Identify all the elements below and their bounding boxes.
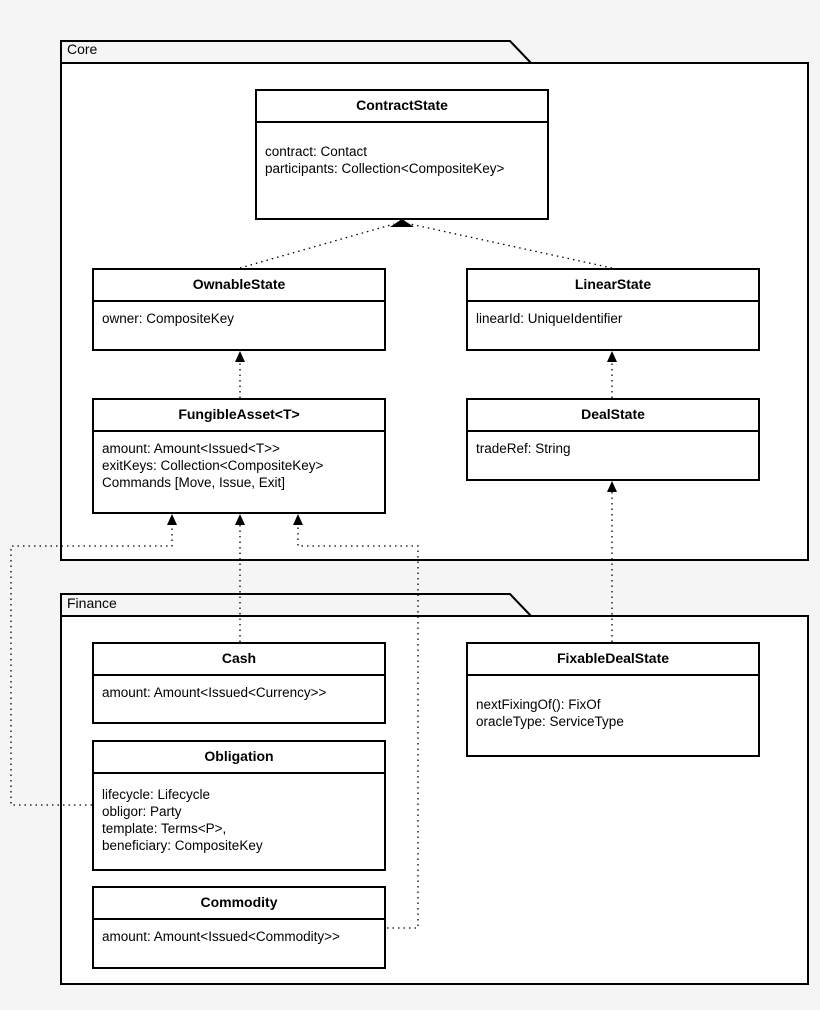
class-attributes: owner: CompositeKey xyxy=(94,302,384,333)
cash-class[interactable]: Cash amount: Amount<Issued<Currency>> xyxy=(92,642,386,724)
class-attributes: amount: Amount<Issued<Commodity>> xyxy=(94,920,384,951)
class-attribute: participants: Collection<CompositeKey> xyxy=(265,161,505,176)
ownable-state-class[interactable]: OwnableState owner: CompositeKey xyxy=(92,268,386,351)
class-name: FungibleAsset<T> xyxy=(94,400,384,432)
class-attribute: Commands [Move, Issue, Exit] xyxy=(102,475,286,490)
fungible-arrowhead-center xyxy=(235,514,245,525)
class-attributes: linearId: UniqueIdentifier xyxy=(468,302,758,333)
class-attribute: oracleType: ServiceType xyxy=(476,714,624,729)
ownable-to-contract-link xyxy=(239,223,395,269)
commodity-class[interactable]: Commodity amount: Amount<Issued<Commodit… xyxy=(92,886,386,969)
class-attributes: tradeRef: String xyxy=(468,432,758,463)
contract-state-class[interactable]: ContractState contract: Contact participa… xyxy=(255,89,549,220)
obligation-class[interactable]: Obligation lifecycle: Lifecycle obligor: … xyxy=(92,740,386,871)
fixable-deal-state-class[interactable]: FixableDealState nextFixingOf(): FixOf or… xyxy=(466,642,760,757)
class-attribute: exitKeys: Collection<CompositeKey> xyxy=(102,458,324,473)
class-attributes: lifecycle: Lifecycle obligor: Party templa… xyxy=(94,774,384,860)
linear-arrowhead xyxy=(607,351,617,362)
class-name: Obligation xyxy=(94,742,384,774)
fungible-arrowhead-right xyxy=(293,514,303,525)
core-package-label: Core xyxy=(67,41,98,57)
class-name: Cash xyxy=(94,644,384,676)
linear-state-class[interactable]: LinearState linearId: UniqueIdentifier xyxy=(466,268,760,351)
class-name: LinearState xyxy=(468,270,758,302)
class-attribute: obligor: Party xyxy=(102,804,182,819)
class-attribute: owner: CompositeKey xyxy=(102,311,235,326)
fungible-asset-class[interactable]: FungibleAsset<T> amount: Amount<Issued<T… xyxy=(92,398,386,514)
commodity-to-fungible-link xyxy=(297,525,419,929)
class-name: DealState xyxy=(468,400,758,432)
class-attribute: lifecycle: Lifecycle xyxy=(102,787,211,802)
class-attributes: amount: Amount<Issued<Currency>> xyxy=(94,676,384,707)
class-attribute: tradeRef: String xyxy=(476,441,571,456)
class-attribute: beneficiary: CompositeKey xyxy=(102,838,263,853)
class-attributes: nextFixingOf(): FixOf oracleType: Service… xyxy=(468,676,758,736)
class-attribute: template: Terms<P>, xyxy=(102,821,227,836)
class-attribute: amount: Amount<Issued<Commodity>> xyxy=(102,929,340,944)
class-attribute: nextFixingOf(): FixOf xyxy=(476,697,601,712)
class-attribute: amount: Amount<Issued<Currency>> xyxy=(102,685,327,700)
deal-state-class[interactable]: DealState tradeRef: String xyxy=(466,398,760,481)
class-name: FixableDealState xyxy=(468,644,758,676)
class-attributes: contract: Contact participants: Collectio… xyxy=(257,123,547,183)
class-name: OwnableState xyxy=(94,270,384,302)
contract-arrowhead xyxy=(390,219,414,227)
finance-package-label: Finance xyxy=(67,595,117,611)
fungible-arrowhead-left xyxy=(167,514,177,525)
deal-arrowhead xyxy=(607,481,617,492)
class-attribute: amount: Amount<Issued<T>> xyxy=(102,441,280,456)
class-name: Commodity xyxy=(94,888,384,920)
class-attribute: contract: Contact xyxy=(265,144,368,159)
class-name: ContractState xyxy=(257,91,547,123)
class-attributes: amount: Amount<Issued<T>> exitKeys: Colle… xyxy=(94,432,384,497)
linear-to-contract-link xyxy=(409,223,613,269)
ownable-arrowhead xyxy=(235,351,245,362)
class-attribute: linearId: UniqueIdentifier xyxy=(476,311,623,326)
